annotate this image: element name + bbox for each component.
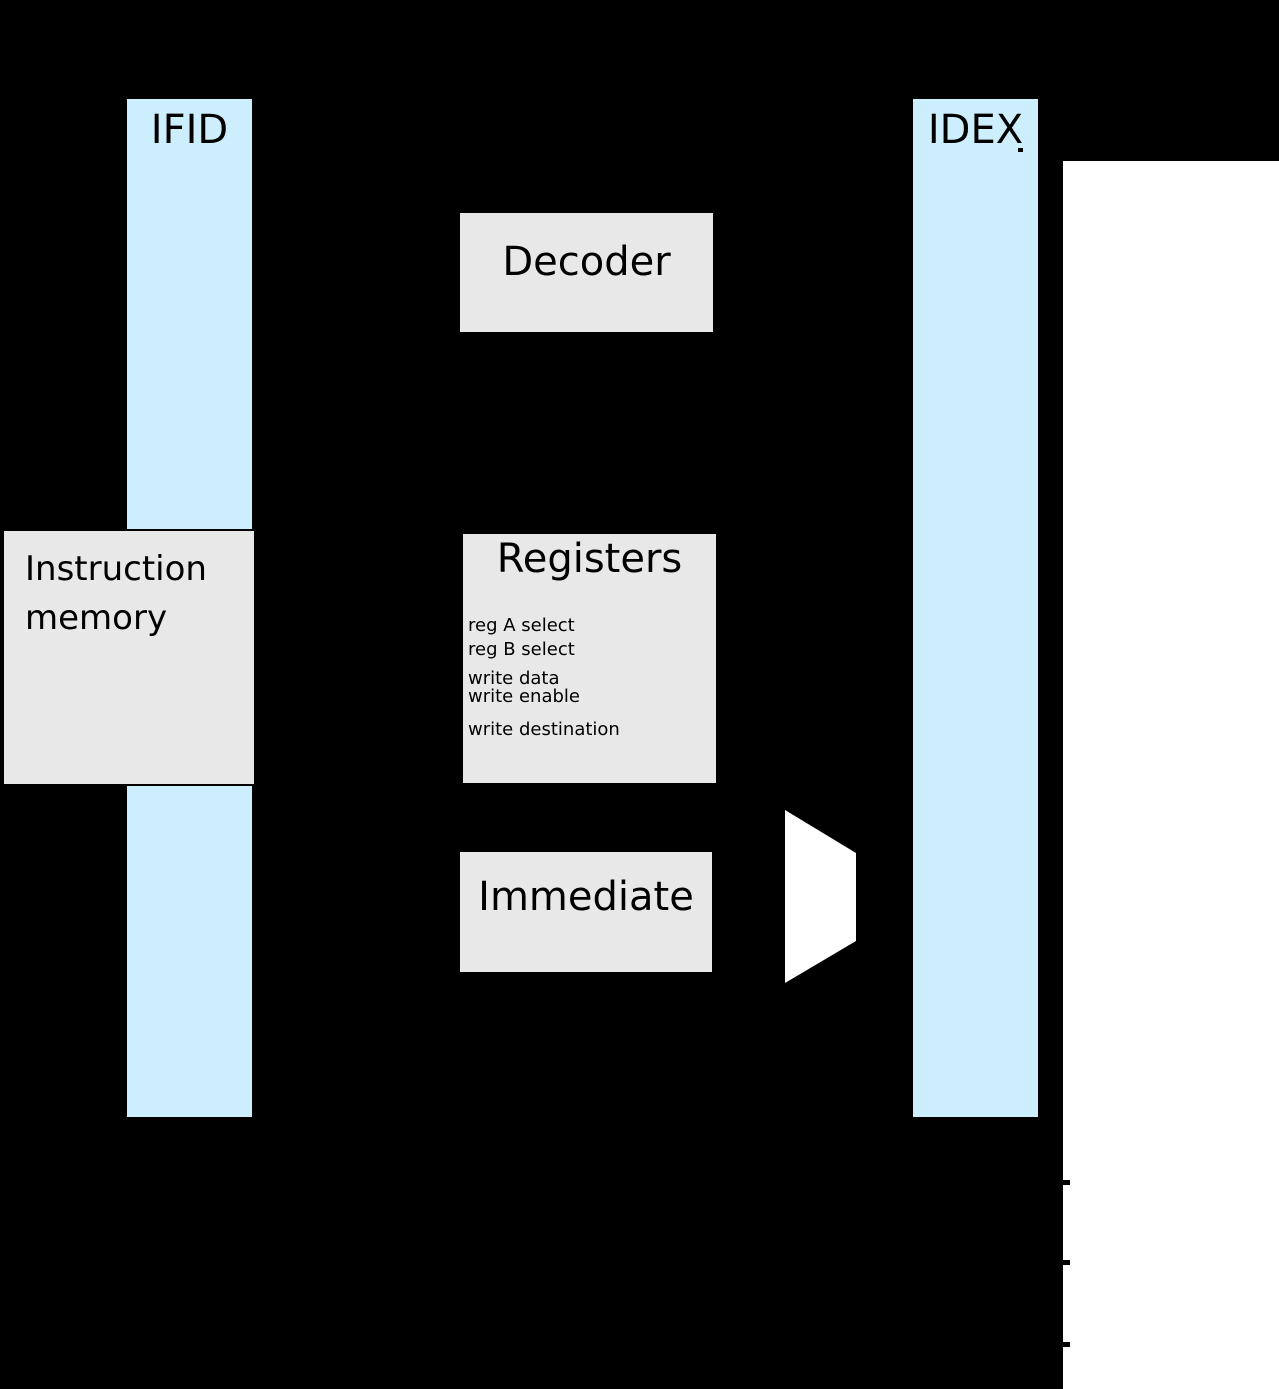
- mux-shape: [785, 810, 856, 983]
- port-label-write-destination: write destination: [468, 719, 620, 740]
- mux-trapezoid: [785, 810, 856, 983]
- wire-stub: [1061, 1342, 1070, 1347]
- port-label-reg-b-select: reg B select: [468, 639, 575, 660]
- decoder-label: Decoder: [502, 239, 671, 285]
- port-label-write-data: write data: [468, 668, 560, 689]
- idex-label: IDEX: [927, 107, 1024, 153]
- port-label-write-enable: write enable: [468, 686, 580, 707]
- port-label-reg-a-select: reg A select: [468, 615, 575, 636]
- wire-stub: [1061, 1180, 1070, 1185]
- decoder-block: Decoder: [458, 211, 715, 334]
- white-clip-region: [1063, 161, 1279, 1389]
- registers-block: Registers reg A select reg B select writ…: [461, 532, 718, 785]
- instruction-memory-label-line2: memory: [25, 598, 168, 639]
- immediate-label: Immediate: [478, 874, 694, 920]
- immediate-block: Immediate: [458, 850, 714, 974]
- registers-label: Registers: [496, 536, 683, 582]
- instruction-memory-label-line1: Instruction: [25, 549, 207, 589]
- instruction-memory-label: Instruction memory: [25, 545, 207, 644]
- wire-stub: [1061, 1260, 1070, 1265]
- wire-stub: [1018, 148, 1023, 152]
- instruction-memory-block: Instruction memory: [2, 529, 256, 786]
- ifid-label: IFID: [150, 107, 229, 153]
- pipeline-register-idex: IDEX: [913, 99, 1038, 1117]
